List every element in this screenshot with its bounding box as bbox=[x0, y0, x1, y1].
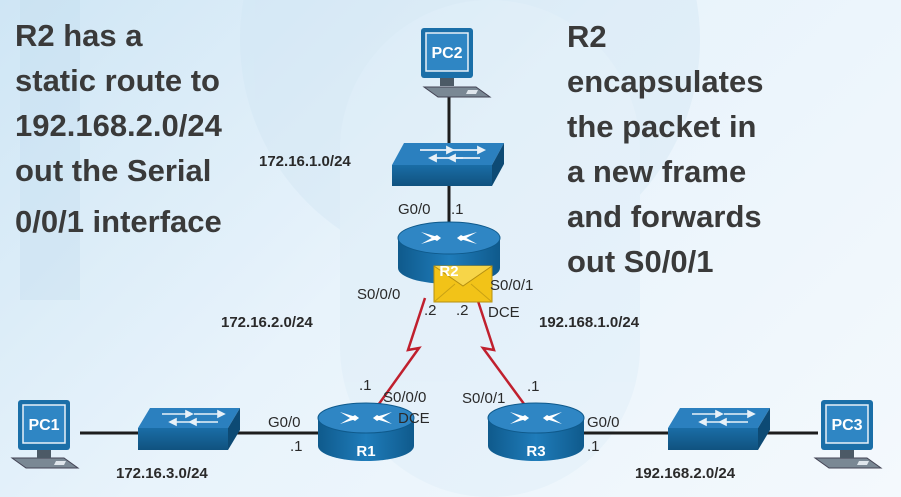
r2-s000-label: S0/0/0 bbox=[357, 286, 400, 303]
r3-s001-label: S0/0/1 bbox=[462, 390, 505, 407]
right-note-line-6: out S0/0/1 bbox=[567, 244, 714, 279]
right-note-line-2: encapsulates bbox=[567, 64, 764, 99]
pc3-label: PC3 bbox=[831, 417, 862, 434]
r3-s001-host: .1 bbox=[527, 378, 540, 395]
left-note-line-1: R2 has a bbox=[15, 18, 143, 53]
router-r3-icon bbox=[487, 402, 585, 461]
r2-label: R2 bbox=[439, 263, 458, 280]
r1-label: R1 bbox=[356, 443, 375, 460]
r1-s000-label: S0/0/0 bbox=[383, 389, 426, 406]
right-note-line-1: R2 bbox=[567, 19, 607, 54]
left-note-line-3: 192.168.2.0/24 bbox=[15, 108, 222, 143]
left-note-line-5: 0/0/1 interface bbox=[15, 204, 222, 239]
r2-dce-label: DCE bbox=[488, 304, 520, 321]
r2-s001-host: .2 bbox=[456, 302, 469, 319]
pc1-icon bbox=[10, 400, 80, 469]
network-label-r1-r2: 172.16.2.0/24 bbox=[221, 314, 313, 331]
left-note-line-2: static route to bbox=[15, 63, 220, 98]
network-label-top-lan: 172.16.1.0/24 bbox=[259, 153, 351, 170]
packet-envelope-icon bbox=[433, 265, 493, 303]
pc3-icon bbox=[813, 400, 883, 469]
network-label-right-lan: 192.168.2.0/24 bbox=[635, 465, 736, 482]
pc2-icon bbox=[421, 28, 492, 98]
right-switch-icon bbox=[668, 408, 770, 450]
r3-label: R3 bbox=[526, 443, 545, 460]
r3-g00-host: .1 bbox=[587, 438, 600, 455]
r2-s000-host: .2 bbox=[424, 302, 437, 319]
r2-g00-host: .1 bbox=[451, 201, 464, 218]
r1-dce-label: DCE bbox=[398, 410, 430, 427]
network-label-left-lan: 172.16.3.0/24 bbox=[116, 465, 208, 482]
pc2-label: PC2 bbox=[431, 45, 462, 62]
serial-link-r1-r2 bbox=[374, 297, 427, 409]
right-note-line-4: a new frame bbox=[567, 154, 747, 189]
r2-g00-label: G0/0 bbox=[398, 201, 431, 218]
router-r1-icon bbox=[317, 402, 415, 461]
r1-g00-label: G0/0 bbox=[268, 414, 301, 431]
left-explanation-note: R2 has a static route to 192.168.2.0/24 … bbox=[15, 13, 222, 244]
serial-link-r2-r3 bbox=[475, 297, 529, 409]
right-explanation-note: R2 encapsulates the packet in a new fram… bbox=[567, 14, 763, 284]
right-note-line-5: and forwards bbox=[567, 199, 762, 234]
right-note-line-3: the packet in bbox=[567, 109, 757, 144]
r2-s001-label: S0/0/1 bbox=[490, 277, 533, 294]
top-switch-icon bbox=[392, 143, 504, 186]
pc1-label: PC1 bbox=[28, 417, 59, 434]
r1-g00-host: .1 bbox=[290, 438, 303, 455]
left-switch-icon bbox=[138, 408, 240, 450]
network-label-r2-r3: 192.168.1.0/24 bbox=[539, 314, 640, 331]
r3-g00-label: G0/0 bbox=[587, 414, 620, 431]
r1-s000-host: .1 bbox=[359, 377, 372, 394]
left-note-line-4: out the Serial bbox=[15, 153, 212, 188]
